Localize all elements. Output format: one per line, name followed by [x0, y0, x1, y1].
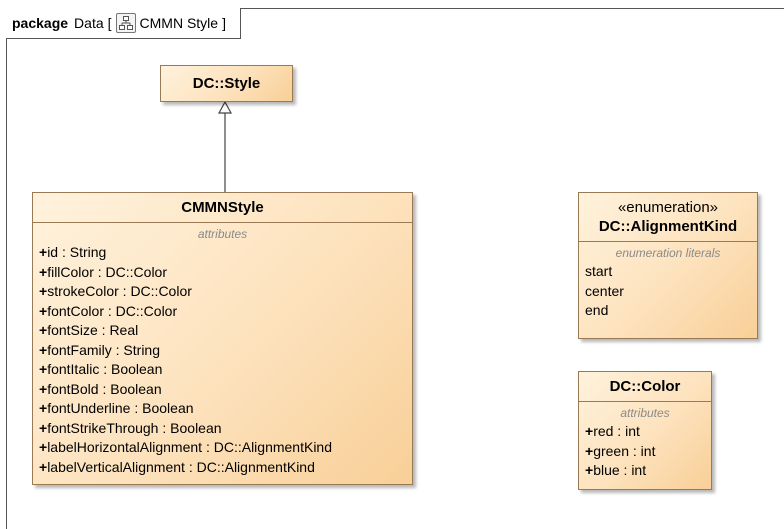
attribute-row[interactable]: +red : int	[585, 422, 705, 442]
attribute-row[interactable]: +fontFamily : String	[39, 341, 406, 361]
class-dc-color[interactable]: DC::Color attributes +red : int+green : …	[578, 371, 712, 490]
enumeration-literal[interactable]: start	[585, 263, 613, 279]
attribute-type: : int	[613, 423, 640, 439]
diagram-name: CMMN Style	[139, 15, 219, 31]
attribute-type: : DC::AlignmentKind	[202, 439, 333, 455]
relationship-lines	[217, 100, 233, 192]
attribute-row[interactable]: +fontItalic : Boolean	[39, 360, 406, 380]
visibility-marker: +	[39, 263, 48, 280]
attribute-name: labelVerticalAlignment	[47, 458, 185, 475]
attribute-type: : DC::Color	[118, 283, 192, 299]
attribute-name: fontSize	[47, 322, 98, 338]
attribute-type: : String	[58, 244, 107, 260]
attribute-name: fontUnderline	[47, 400, 131, 416]
bracket-close: ]	[222, 15, 226, 31]
class-diagram-icon	[115, 13, 136, 33]
enumeration-literal[interactable]: center	[585, 282, 624, 299]
attribute-name: labelHorizontalAlignment	[47, 439, 203, 455]
class-name: CMMNStyle	[181, 199, 264, 216]
attribute-name: blue	[593, 462, 620, 478]
class-name: DC::Color	[609, 378, 681, 395]
visibility-marker: +	[39, 419, 48, 436]
visibility-marker: +	[585, 442, 594, 459]
visibility-marker: +	[39, 380, 48, 397]
attribute-row[interactable]: +fontSize : Real	[39, 321, 406, 341]
attribute-row[interactable]: +blue : int	[585, 461, 705, 481]
attribute-row[interactable]: +fontUnderline : Boolean	[39, 399, 406, 419]
visibility-marker: +	[39, 341, 48, 358]
package-frame-tab: package Data [ CMMN Style ]	[6, 8, 241, 39]
class-dc-style[interactable]: DC::Style	[160, 65, 293, 102]
attribute-type: : Boolean	[99, 361, 163, 377]
attribute-name: fillColor	[47, 263, 94, 280]
attribute-type: : Boolean	[130, 400, 194, 416]
attribute-row[interactable]: +fontBold : Boolean	[39, 380, 406, 400]
visibility-marker: +	[585, 462, 594, 478]
attribute-row[interactable]: +strokeColor : DC::Color	[39, 282, 406, 302]
attribute-type: : DC::Color	[93, 263, 167, 280]
attribute-row[interactable]: +fontColor : DC::Color	[39, 302, 406, 322]
package-keyword: package	[12, 15, 69, 31]
literals-compartment: enumeration literals start center end	[579, 241, 757, 327]
attribute-row[interactable]: +labelHorizontalAlignment : DC::Alignmen…	[39, 438, 406, 458]
attribute-name: strokeColor	[47, 283, 119, 299]
compartment-title: attributes	[620, 406, 670, 420]
attribute-name: fontFamily	[47, 341, 112, 358]
attribute-type: : Boolean	[98, 380, 162, 397]
attribute-row[interactable]: +green : int	[585, 442, 705, 462]
attribute-row[interactable]: +labelVerticalAlignment : DC::AlignmentK…	[39, 458, 406, 478]
bracket-open: [	[107, 15, 112, 31]
visibility-marker: +	[39, 244, 48, 260]
attribute-name: green	[593, 442, 629, 459]
attribute-type: : int	[619, 462, 647, 478]
attribute-type: : Boolean	[158, 419, 222, 436]
class-name: DC::Style	[192, 75, 261, 92]
visibility-marker: +	[585, 423, 594, 439]
attribute-name: fontBold	[47, 380, 99, 397]
attribute-row[interactable]: +id : String	[39, 243, 406, 263]
attribute-row[interactable]: +fillColor : DC::Color	[39, 263, 406, 283]
compartment-title: enumeration literals	[615, 246, 721, 260]
visibility-marker: +	[39, 400, 48, 416]
visibility-marker: +	[39, 283, 48, 299]
generalization-arrowhead	[217, 100, 233, 114]
visibility-marker: +	[39, 322, 48, 338]
attribute-type: : int	[629, 442, 656, 459]
attribute-name: red	[593, 423, 614, 439]
class-cmmn-style[interactable]: CMMNStyle attributes +id : String+fillCo…	[32, 192, 413, 485]
attributes-compartment: attributes +red : int+green : int+blue :…	[579, 401, 711, 487]
enumeration-dc-alignment-kind[interactable]: «enumeration» DC::AlignmentKind enumerat…	[578, 192, 758, 339]
class-name: DC::AlignmentKind	[598, 218, 738, 235]
package-name: Data	[74, 15, 104, 31]
attribute-type: : DC::Color	[104, 302, 178, 319]
attribute-name: fontStrikeThrough	[47, 419, 159, 436]
attribute-type: : Real	[97, 322, 139, 338]
attribute-name: id	[47, 244, 59, 260]
attribute-type: : String	[111, 341, 161, 358]
package-frame	[6, 8, 784, 529]
visibility-marker: +	[39, 458, 48, 475]
attribute-name: fontItalic	[47, 361, 100, 377]
attributes-compartment: attributes +id : String+fillColor : DC::…	[33, 222, 412, 483]
visibility-marker: +	[39, 361, 48, 377]
stereotype-label: «enumeration»	[617, 199, 719, 216]
attribute-type: : DC::AlignmentKind	[184, 458, 315, 475]
compartment-title: attributes	[197, 227, 248, 241]
visibility-marker: +	[39, 302, 48, 319]
visibility-marker: +	[39, 439, 48, 455]
attribute-row[interactable]: +fontStrikeThrough : Boolean	[39, 419, 406, 439]
enumeration-literal[interactable]: end	[585, 302, 609, 318]
attribute-name: fontColor	[47, 302, 104, 319]
